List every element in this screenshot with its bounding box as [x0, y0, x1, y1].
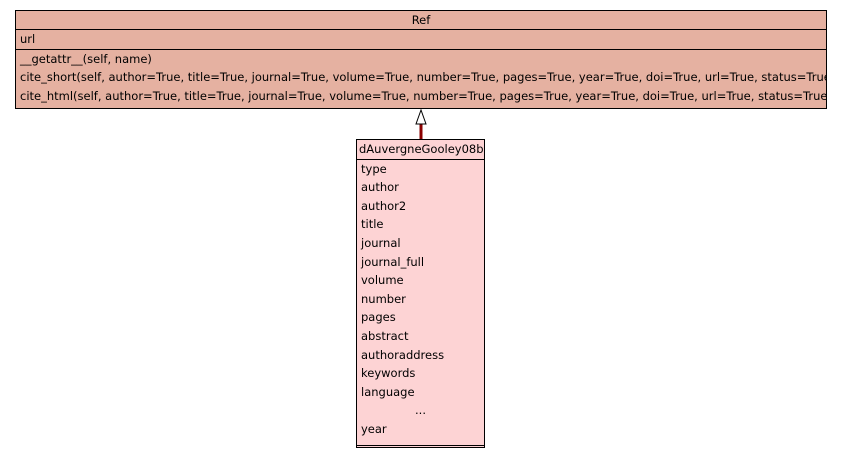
child-attribute-pages: pages — [361, 310, 396, 325]
ref-attribute-url: url — [20, 32, 36, 46]
class-ref: Ref url __getattr__(self, name) cite_sho… — [15, 10, 827, 109]
class-child-divider-2 — [357, 444, 484, 446]
child-attribute-authoraddress: authoraddress — [361, 347, 445, 362]
child-attribute-number: number — [361, 291, 406, 306]
class-child-title: dAuvergneGooley08b — [359, 142, 484, 156]
inheritance-arrowhead — [415, 108, 427, 125]
class-ref-title: Ref — [411, 13, 431, 27]
child-attribute-abstract: abstract — [361, 328, 409, 343]
child-attribute-journal: journal — [361, 235, 401, 250]
class-ref-divider-2 — [16, 48, 826, 50]
child-attribute-author2: author2 — [361, 198, 407, 213]
child-attribute-keywords: keywords — [361, 366, 416, 381]
ref-method-getattr: __getattr__(self, name) — [20, 51, 152, 66]
class-child-divider-1 — [357, 158, 484, 160]
child-attribute-type: type — [361, 161, 387, 176]
child-attribute-language: language — [361, 384, 415, 399]
ref-method-cite-short: cite_short(self, author=True, title=True… — [20, 70, 826, 84]
child-attribute-journal-full: journal_full — [361, 254, 425, 269]
child-attribute-title: title — [361, 217, 384, 232]
class-ref-divider-1 — [16, 29, 826, 30]
child-attribute-ellipsis: ... — [415, 403, 426, 418]
child-attribute-author: author — [361, 180, 399, 195]
class-dauvergnegooley08b: dAuvergneGooley08b type author author2 t… — [356, 139, 485, 448]
ref-method-cite-html: cite_html(self, author=True, title=True,… — [20, 88, 826, 103]
child-attribute-volume: volume — [361, 273, 404, 288]
child-attribute-year: year — [361, 421, 387, 436]
